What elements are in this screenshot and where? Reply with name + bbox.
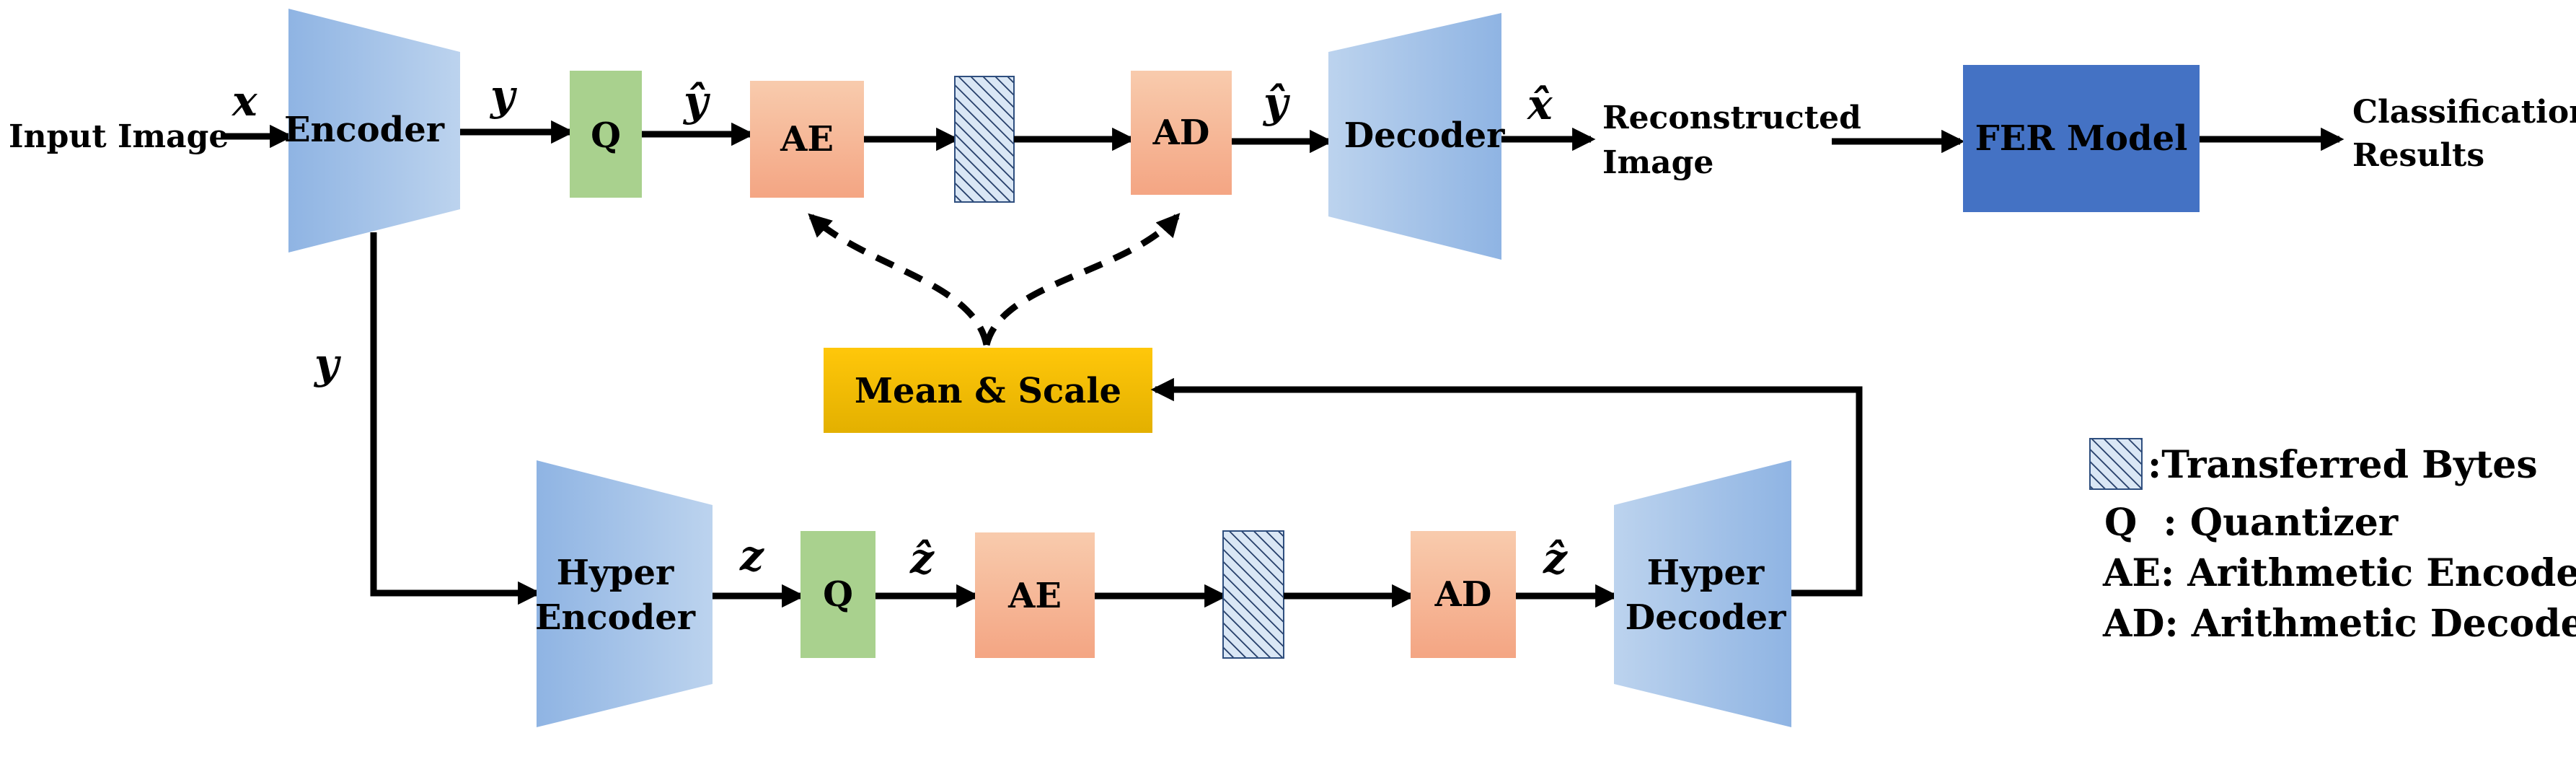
arith-encoder-bottom [975, 532, 1095, 658]
arith-decoder-bottom [1411, 531, 1516, 658]
hyper-encoder-shape [537, 460, 713, 727]
fer-model-label: FER Model [1975, 118, 2188, 159]
arith-encoder-top-label: AE [780, 119, 834, 159]
quantizer-top-label: Q [591, 115, 621, 156]
arith-encoder-top [750, 81, 864, 198]
legend-hatch-swatch [2089, 438, 2143, 490]
input-image-label: Input Image [9, 118, 229, 155]
hyper-decoder-line1: Hyper [1647, 553, 1765, 593]
legend-arith-encoder: AE: Arithmetic Encoder [2102, 551, 2576, 595]
hyper-decoder-line2: Decoder [1626, 597, 1787, 638]
legend-transferred-bytes: :Transferred Bytes [2148, 443, 2538, 487]
decoder-shape [1328, 13, 1501, 260]
reconstructed-image-line1: Reconstructed [1602, 100, 1861, 136]
arrow-encoder-to-hyper-encoder [370, 232, 542, 605]
hyper-encoder-line1: Hyper [557, 553, 674, 593]
transferred-bytes-bottom [1222, 530, 1284, 659]
arith-decoder-top [1131, 71, 1232, 195]
var-y-hat-mid: ŷ [1262, 78, 1291, 127]
hyper-decoder-shape [1614, 460, 1791, 727]
var-y-top: y [489, 71, 518, 120]
classification-results-line1: Classification [2352, 94, 2576, 131]
arith-encoder-bottom-label: AE [1007, 576, 1062, 616]
var-z-hat-right: ẑ [1543, 534, 1568, 583]
reconstructed-image-line2: Image [1602, 144, 1713, 181]
legend-arith-decoder: AD: Arithmetic Decoder [2102, 602, 2576, 646]
transferred-bytes-top [954, 76, 1015, 203]
var-y-branch: y [313, 339, 342, 388]
legend-quantizer: Q : Quantizer [2104, 501, 2399, 545]
var-x: x [231, 76, 258, 126]
arith-decoder-bottom-label: AD [1434, 574, 1492, 615]
quantizer-top [570, 71, 642, 198]
var-x-hat: x̂ [1526, 80, 1553, 129]
fer-model-box [1963, 65, 2200, 212]
var-z-hat-left: ẑ [909, 534, 935, 583]
encoder-label: Encoder [284, 110, 445, 150]
mean-scale-box [824, 348, 1152, 433]
arith-decoder-top-label: AD [1152, 113, 1210, 153]
hyper-encoder-line2: Encoder [535, 597, 696, 638]
legend: :Transferred Bytes Q : Quantizer AE: Ari… [2089, 438, 2576, 646]
decoder-label: Decoder [1344, 115, 1506, 156]
dashed-arrow-to-ae [808, 213, 990, 346]
var-z: z [739, 531, 764, 580]
quantizer-bottom-label: Q [823, 574, 853, 615]
classification-results-line2: Results [2352, 137, 2484, 174]
mean-scale-label: Mean & Scale [855, 371, 1121, 411]
quantizer-bottom [800, 531, 875, 658]
var-y-hat-top: ŷ [682, 76, 711, 126]
dashed-arrow-to-ad [983, 213, 1181, 346]
arrow-hyper-decoder-to-mean-scale [1150, 377, 1863, 597]
encoder-shape [288, 9, 460, 253]
